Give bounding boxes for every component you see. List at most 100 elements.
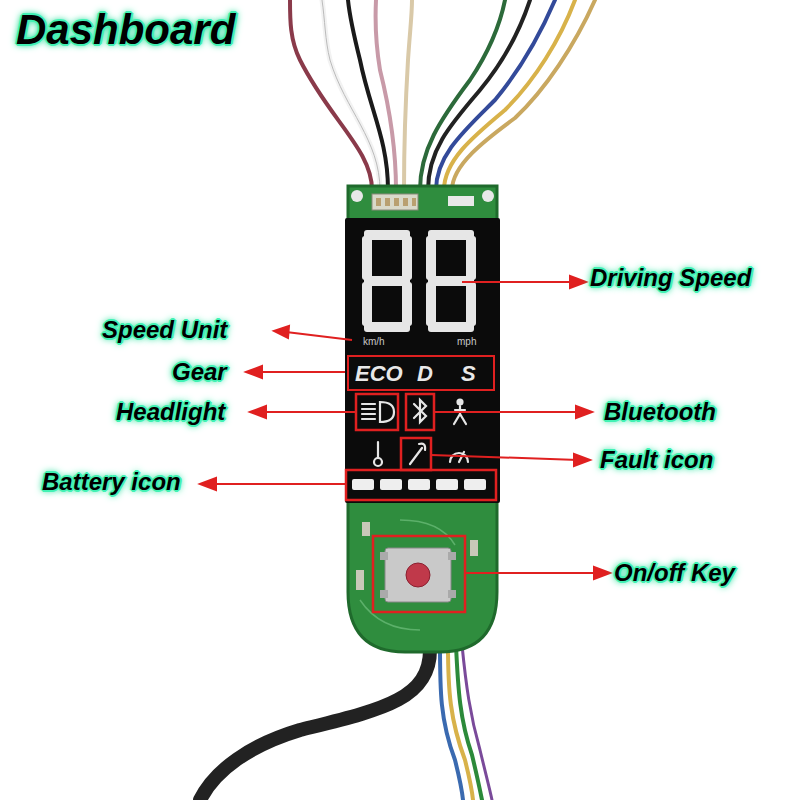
power-switch-part: [406, 563, 430, 587]
leader-arrows-part: [431, 455, 578, 460]
bottom-cable-part: [440, 645, 463, 800]
battery-segments: [352, 479, 486, 490]
status-icons-part: [450, 452, 468, 462]
circuit-board-part: [412, 198, 416, 206]
power-switch-part: [448, 590, 456, 598]
circuit-board-part: [385, 198, 390, 206]
callout-label: Headlight: [116, 398, 225, 426]
gear-mode: S: [461, 361, 476, 387]
power-switch-part: [385, 548, 451, 602]
icon-boxes-part: [356, 394, 398, 430]
seven-segment-digits-part: [364, 276, 410, 286]
circuit-board-part: [372, 194, 418, 210]
status-icons-part: [374, 458, 382, 466]
seven-segment-digits: [362, 230, 476, 332]
circuit-board-part: [360, 520, 455, 630]
bottom-cable-part: [456, 645, 482, 800]
battery-segments-part: [436, 479, 458, 490]
circuit-board-part: [356, 570, 364, 590]
gear-box: ECO D S: [347, 355, 495, 391]
status-icons-part: [362, 404, 375, 419]
seven-segment-digits-part: [362, 236, 372, 280]
status-icons-part: [410, 444, 425, 464]
gear-mode: D: [417, 361, 433, 387]
callout-label: Gear: [172, 358, 227, 386]
leader-arrows-part: [258, 371, 345, 373]
speed-unit: mph: [457, 336, 476, 347]
display-panel: km/h mphECO D S: [345, 218, 500, 503]
leader-arrows-part: [574, 454, 590, 466]
icon-boxes: [346, 394, 496, 612]
status-icons-part: [458, 400, 463, 405]
power-switch-part: [380, 590, 388, 598]
callout-label: On/off Key: [614, 559, 735, 587]
circuit-board-part: [362, 522, 370, 536]
bottom-cable-part: [448, 645, 473, 800]
leader-arrows-part: [462, 281, 574, 283]
bottom-cable-part: [200, 650, 430, 800]
callout-label: Fault icon: [600, 446, 713, 474]
battery-segments-part: [380, 479, 402, 490]
bottom-cable-part: [462, 645, 492, 800]
circuit-board-part: [394, 198, 399, 206]
circuit-board-part: [403, 198, 408, 206]
circuit-board-part: [448, 196, 474, 206]
seven-segment-digits-part: [402, 236, 412, 280]
icon-boxes-part: [346, 470, 496, 500]
top-wires-part: [452, 0, 595, 190]
callout-label: Driving Speed: [590, 264, 751, 292]
seven-segment-digits-part: [466, 236, 476, 280]
status-icons-part: [377, 442, 379, 458]
battery-segments-part: [408, 479, 430, 490]
top-wires-part: [404, 0, 412, 190]
leader-arrows-part: [212, 483, 346, 485]
status-icons-part: [414, 400, 426, 422]
status-icons-part: [454, 406, 466, 424]
icon-boxes-part: [406, 394, 434, 430]
power-switch-part: [448, 552, 456, 560]
status-icons-part: [380, 402, 394, 422]
callout-label: Bluetooth: [604, 398, 716, 426]
leader-arrows-part: [246, 366, 262, 378]
leader-arrows-part: [570, 276, 586, 288]
seven-segment-digits-part: [426, 236, 436, 280]
power-switch-part: [380, 552, 388, 560]
leader-arrows-part: [200, 478, 216, 490]
seven-segment-digits-part: [364, 322, 410, 332]
seven-segment-digits-part: [362, 282, 372, 326]
circuit-board-part: [376, 198, 381, 206]
seven-segment-digits-part: [426, 282, 436, 326]
leader-arrows-part: [434, 411, 580, 413]
leader-arrows: [200, 276, 610, 579]
top-wires-part: [290, 0, 372, 190]
top-wires-part: [348, 0, 388, 190]
circuit-board-part: [351, 190, 363, 202]
seven-segment-digits-part: [466, 282, 476, 326]
seven-segment-digits-part: [428, 276, 474, 286]
circuit-board-part: [482, 190, 494, 202]
seven-segment-digits-part: [428, 322, 474, 332]
leader-arrows-part: [576, 406, 592, 418]
leader-arrows-part: [250, 406, 266, 418]
seven-segment-digits-part: [364, 230, 410, 240]
leader-arrows-part: [465, 572, 598, 574]
callout-label: Battery icon: [42, 468, 181, 496]
leader-arrows-part: [286, 332, 352, 340]
icon-boxes-part: [373, 536, 465, 612]
speed-unit: km/h: [363, 336, 385, 347]
leader-arrows-part: [274, 326, 289, 338]
status-icons: [362, 400, 468, 467]
diagram-title: Dashboard: [16, 6, 235, 54]
top-wires: [290, 0, 595, 190]
battery-segments-part: [464, 479, 486, 490]
circuit-board-part: [470, 540, 478, 556]
power-switch: [380, 548, 456, 602]
seven-segment-digits-part: [428, 230, 474, 240]
bottom-cable: [200, 645, 492, 800]
battery-segments-part: [352, 479, 374, 490]
leader-arrows-part: [262, 411, 356, 413]
gear-mode: ECO: [355, 361, 403, 387]
icon-boxes-part: [401, 438, 431, 470]
seven-segment-digits-part: [402, 282, 412, 326]
